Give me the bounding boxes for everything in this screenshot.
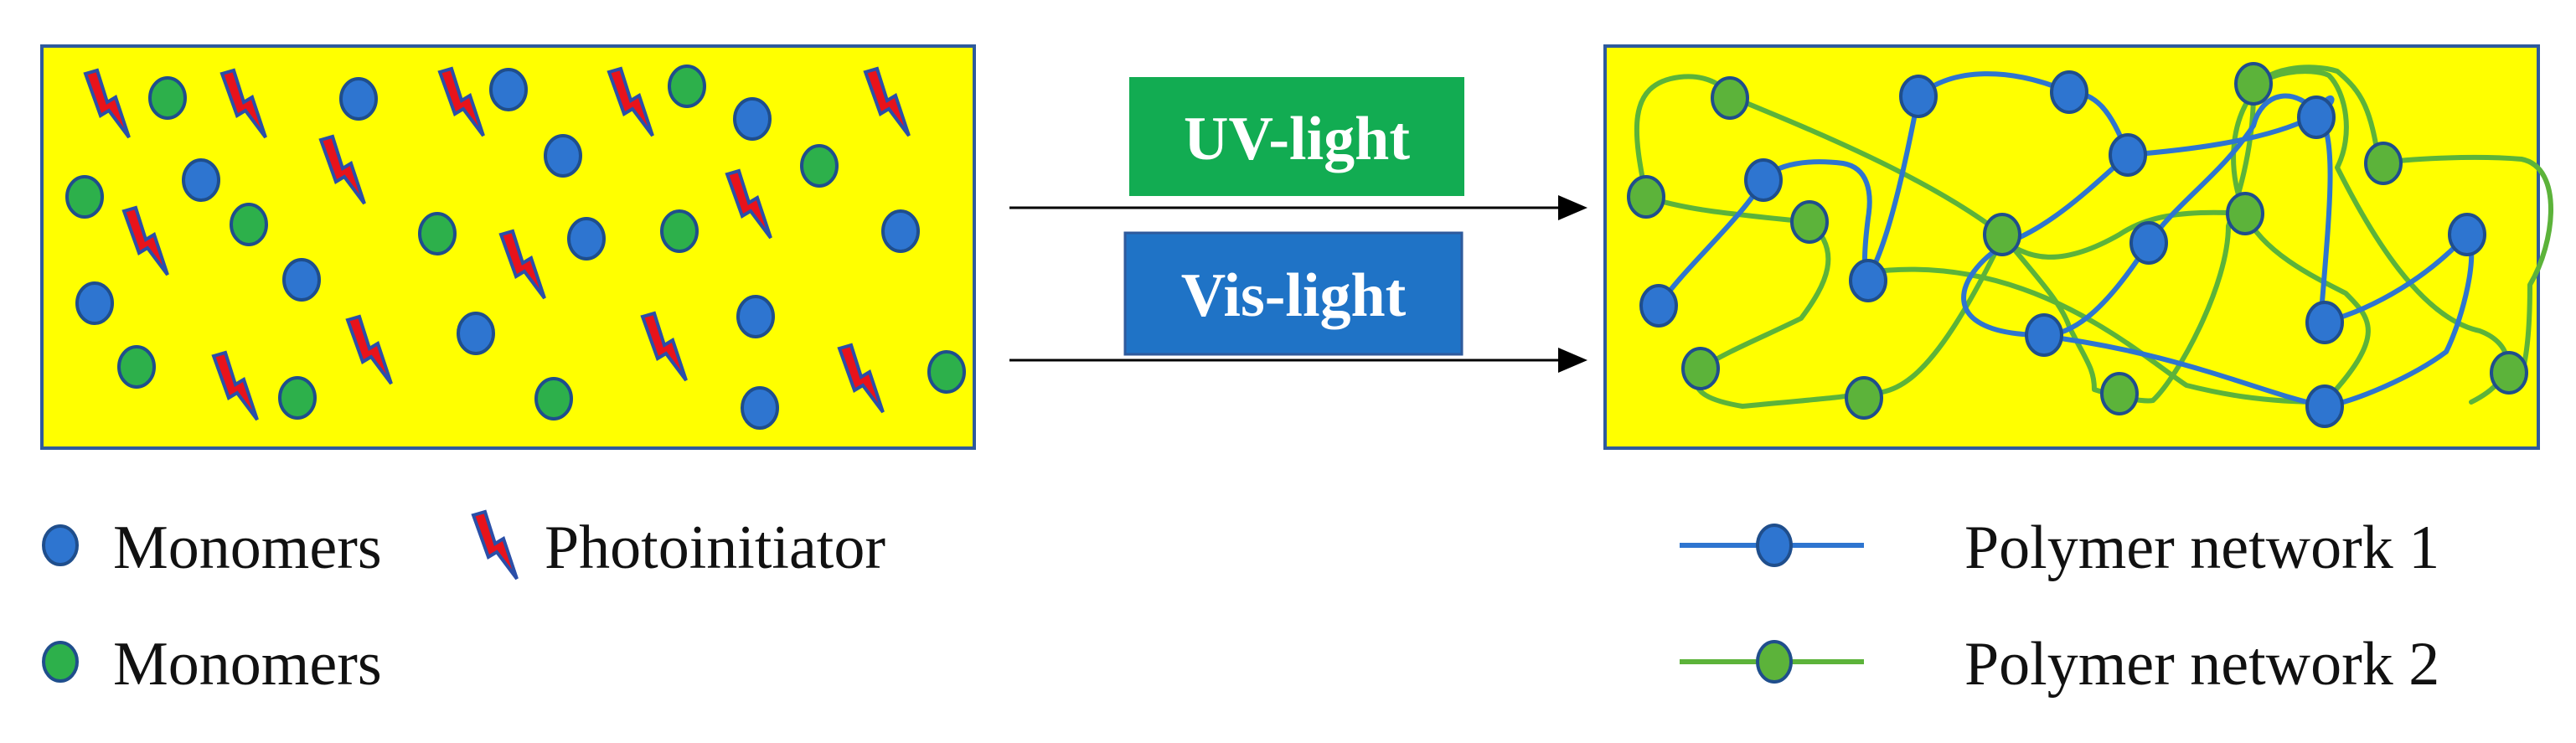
green-monomer (800, 144, 839, 188)
vis-step: Vis-light (1009, 231, 1587, 373)
legend-label-monomer-blue: Monomers (113, 513, 382, 582)
legend-label-monomer-green: Monomers (113, 630, 382, 699)
green-monomer (65, 175, 104, 219)
uv-step: UV-light (1009, 77, 1587, 220)
network-2-node (1845, 376, 1883, 420)
network-1-node (2305, 384, 2344, 428)
network-2-chain (1634, 64, 2553, 404)
network-1-node (2025, 313, 2063, 357)
network-1-node (2448, 213, 2486, 256)
uv-light-box (1129, 77, 1464, 196)
network-1-node (2129, 221, 2168, 265)
network-2-node (2234, 62, 2273, 106)
photoinitiator-bolt (437, 66, 485, 137)
green-monomer (278, 376, 317, 420)
legend: Monomers Photoinitiator Monomers Polymer… (42, 509, 2439, 699)
network-1-node (1849, 259, 1887, 302)
legend-label-photoinitiator: Photoinitiator (545, 513, 885, 582)
network-1-node (2305, 301, 2344, 344)
photoinitiator-bolt (83, 68, 131, 139)
blue-monomer (75, 281, 114, 325)
vis-arrow-head (1558, 348, 1587, 373)
network-2-node (2490, 351, 2528, 395)
photoinitiator-bolt (498, 229, 546, 300)
legend-label-network-1: Polymer network 1 (1964, 513, 2439, 582)
green-monomer (534, 377, 573, 421)
blue-monomer (733, 97, 772, 141)
network-2-node (1711, 76, 1749, 120)
network-2-node (2226, 192, 2264, 235)
network-2-node (2100, 372, 2139, 415)
left-monomers (65, 64, 966, 430)
network-1-node (2050, 70, 2088, 114)
vis-light-box (1123, 231, 1464, 356)
photoinitiator-bolt (318, 134, 366, 205)
legend-item-network-2: Polymer network 2 (1680, 630, 2439, 699)
blue-monomer (881, 209, 920, 253)
network-1-node (1899, 75, 1938, 118)
network-2-node (1790, 200, 1829, 244)
blue-monomer (544, 134, 582, 178)
legend-item-network-1: Polymer network 1 (1680, 513, 2439, 582)
vis-light-label: Vis-light (1181, 261, 1407, 330)
blue-monomer (741, 386, 779, 430)
network-2-node-icon (1756, 640, 1793, 684)
network-2-node (1983, 213, 2021, 256)
blue-monomer (489, 68, 528, 111)
network-1-node (1744, 158, 1783, 202)
green-monomer (117, 345, 156, 389)
blue-monomer (282, 258, 321, 302)
network-1-node (2297, 95, 2336, 139)
photoinitiator-bolt (211, 350, 259, 421)
photoinitiator-bolt (121, 205, 169, 276)
uv-light-label: UV-light (1184, 105, 1410, 173)
blue-monomer (339, 77, 378, 121)
legend-label-network-2: Polymer network 2 (1964, 630, 2439, 699)
left-panel (40, 44, 976, 450)
legend-item-photoinitiator: Photoinitiator (471, 509, 885, 582)
green-monomer (230, 203, 268, 246)
green-monomer-icon (42, 641, 79, 683)
network-1-node (2109, 133, 2147, 177)
blue-monomer (182, 158, 220, 202)
green-monomer (668, 64, 706, 108)
green-monomer (927, 350, 966, 394)
network-1-node-icon (1756, 524, 1793, 567)
right-network-nodes (1627, 62, 2528, 428)
green-monomer (148, 76, 187, 120)
left-photoinitiators (83, 66, 911, 421)
uv-arrow-head (1558, 195, 1587, 220)
photoinitiator-bolt (725, 168, 772, 240)
photoinitiator-icon (471, 509, 519, 580)
photoinitiator-bolt (607, 66, 654, 137)
blue-monomer-icon (42, 524, 79, 566)
photoinitiator-bolt (863, 66, 911, 137)
photoinitiator-bolt (345, 314, 393, 385)
legend-item-monomer-green: Monomers (42, 630, 382, 699)
network-2-node (2364, 142, 2403, 185)
green-monomer (660, 209, 699, 253)
blue-monomer (457, 312, 495, 355)
photoinitiator-bolt (219, 68, 267, 139)
network-1-node (1639, 284, 1678, 328)
blue-monomer (567, 217, 606, 261)
photoinitiator-bolt (837, 343, 885, 414)
photoinitiator-bolt (640, 311, 688, 382)
legend-item-monomer-blue: Monomers (42, 513, 382, 582)
network-2-node (1681, 347, 1720, 390)
right-panel (1603, 44, 2553, 450)
blue-monomer (736, 295, 775, 338)
photoinitiator-bolt (471, 509, 519, 580)
network-2-node (1627, 175, 1665, 219)
green-monomer (418, 212, 457, 255)
network-1-chain (2125, 95, 2335, 157)
